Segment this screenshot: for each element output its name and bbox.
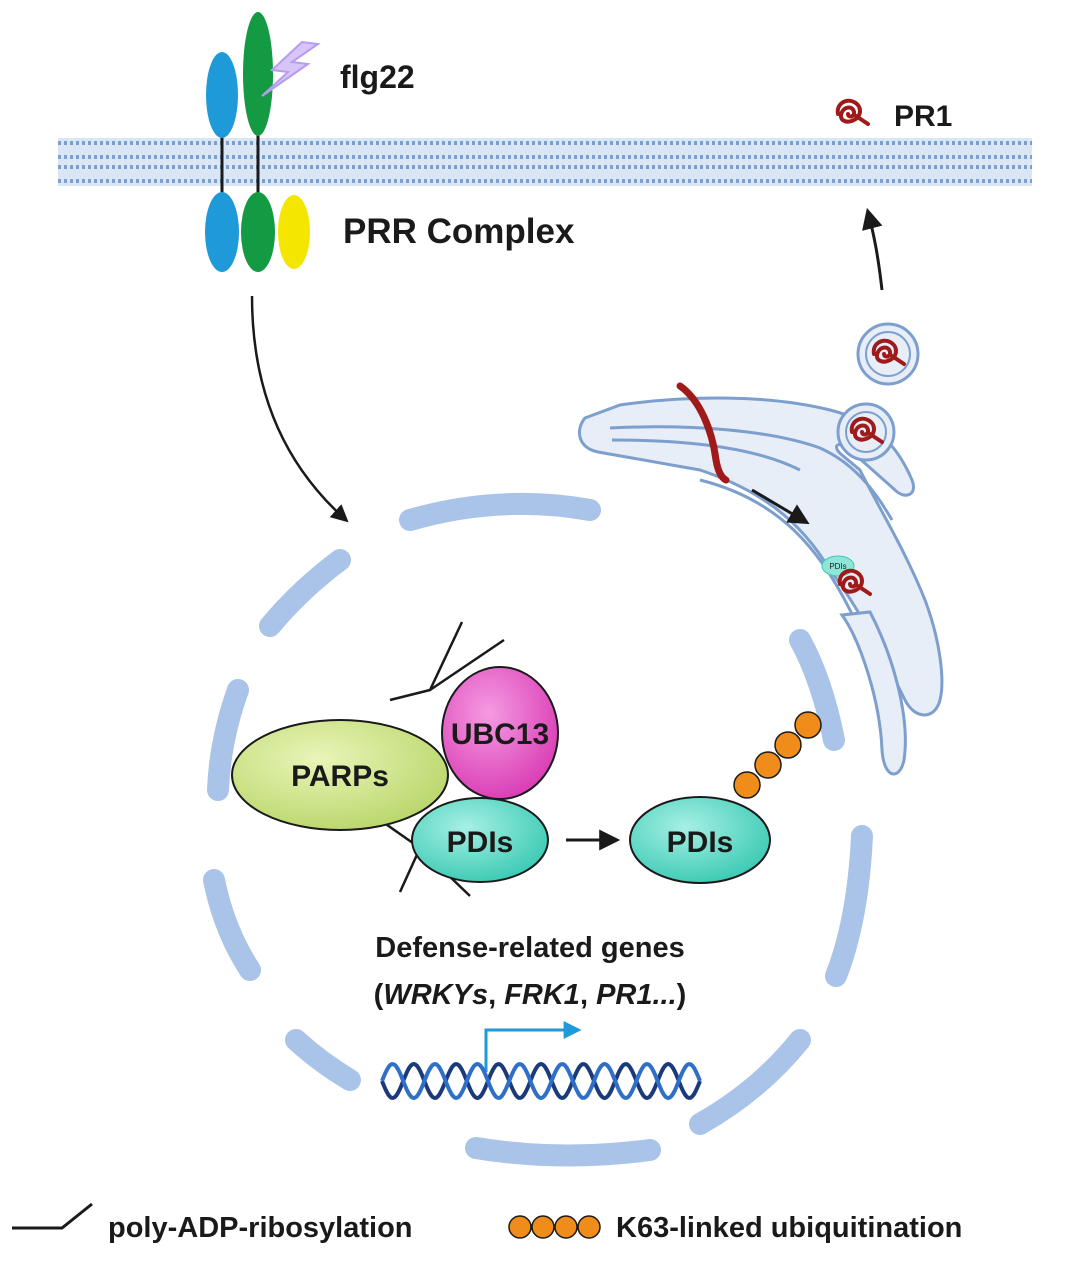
gene-list-close: ) xyxy=(677,979,687,1011)
ubc13-label: UBC13 xyxy=(451,718,549,751)
pdis-protein-left xyxy=(411,797,549,883)
receptor-label: PRR Complex xyxy=(343,212,575,251)
vesicle-upper xyxy=(856,322,920,386)
receptor-green-intracellular xyxy=(241,192,275,272)
gene-sep-1: , xyxy=(488,979,504,1011)
endomembrane-system xyxy=(577,396,944,776)
pr1-label: PR1 xyxy=(894,100,952,133)
k63-ubiquitin-chain xyxy=(733,711,822,799)
transcription-start-arrow xyxy=(484,1021,582,1072)
parps-protein xyxy=(231,719,449,831)
legend-parylation: poly-ADP-ribosylation xyxy=(108,1212,413,1244)
receptor-blue-extracellular xyxy=(206,52,238,138)
pdis-protein-right xyxy=(629,796,771,884)
receptor-yellow-intracellular xyxy=(278,195,310,269)
prr-complex xyxy=(205,12,310,272)
receptor-blue-intracellular xyxy=(205,192,239,272)
er-transport-arrow xyxy=(751,488,810,525)
parps-label: PARPs xyxy=(291,760,389,793)
ligand-label: flg22 xyxy=(340,59,415,95)
ubiquitin-legend-icon xyxy=(508,1215,601,1239)
gene-wrkys: WRKYs xyxy=(383,979,488,1011)
lightning-icon xyxy=(261,40,321,97)
gene-list: (WRKYs, FRK1, PR1...) xyxy=(374,979,687,1011)
gene-pr1: PR1... xyxy=(596,979,677,1011)
receptor-green-extracellular xyxy=(243,12,273,136)
gene-list-open: ( xyxy=(374,979,384,1011)
dna-helix-icon xyxy=(380,1061,702,1101)
nuclear-envelope xyxy=(203,492,873,1167)
pdis-right-label: PDIs xyxy=(667,826,734,859)
gene-frk1: FRK1 xyxy=(504,979,580,1011)
pdis-er-label: PDIs xyxy=(829,562,846,571)
pr1-protein-icon xyxy=(835,98,870,126)
pdis-left-label: PDIs xyxy=(447,826,514,859)
vesicle-budding xyxy=(836,402,896,462)
genes-title: Defense-related genes xyxy=(375,932,684,964)
legend: poly-ADP-ribosylation K63-linked ubiquit… xyxy=(12,1202,962,1244)
plasma-membrane xyxy=(58,138,1032,186)
par-legend-icon xyxy=(12,1202,93,1230)
secretion-arrow xyxy=(862,207,884,291)
nascent-pr1-strand xyxy=(676,382,730,484)
signal-arrow xyxy=(250,295,349,523)
legend-ubiquitination: K63-linked ubiquitination xyxy=(616,1212,962,1244)
gene-sep-2: , xyxy=(580,979,596,1011)
